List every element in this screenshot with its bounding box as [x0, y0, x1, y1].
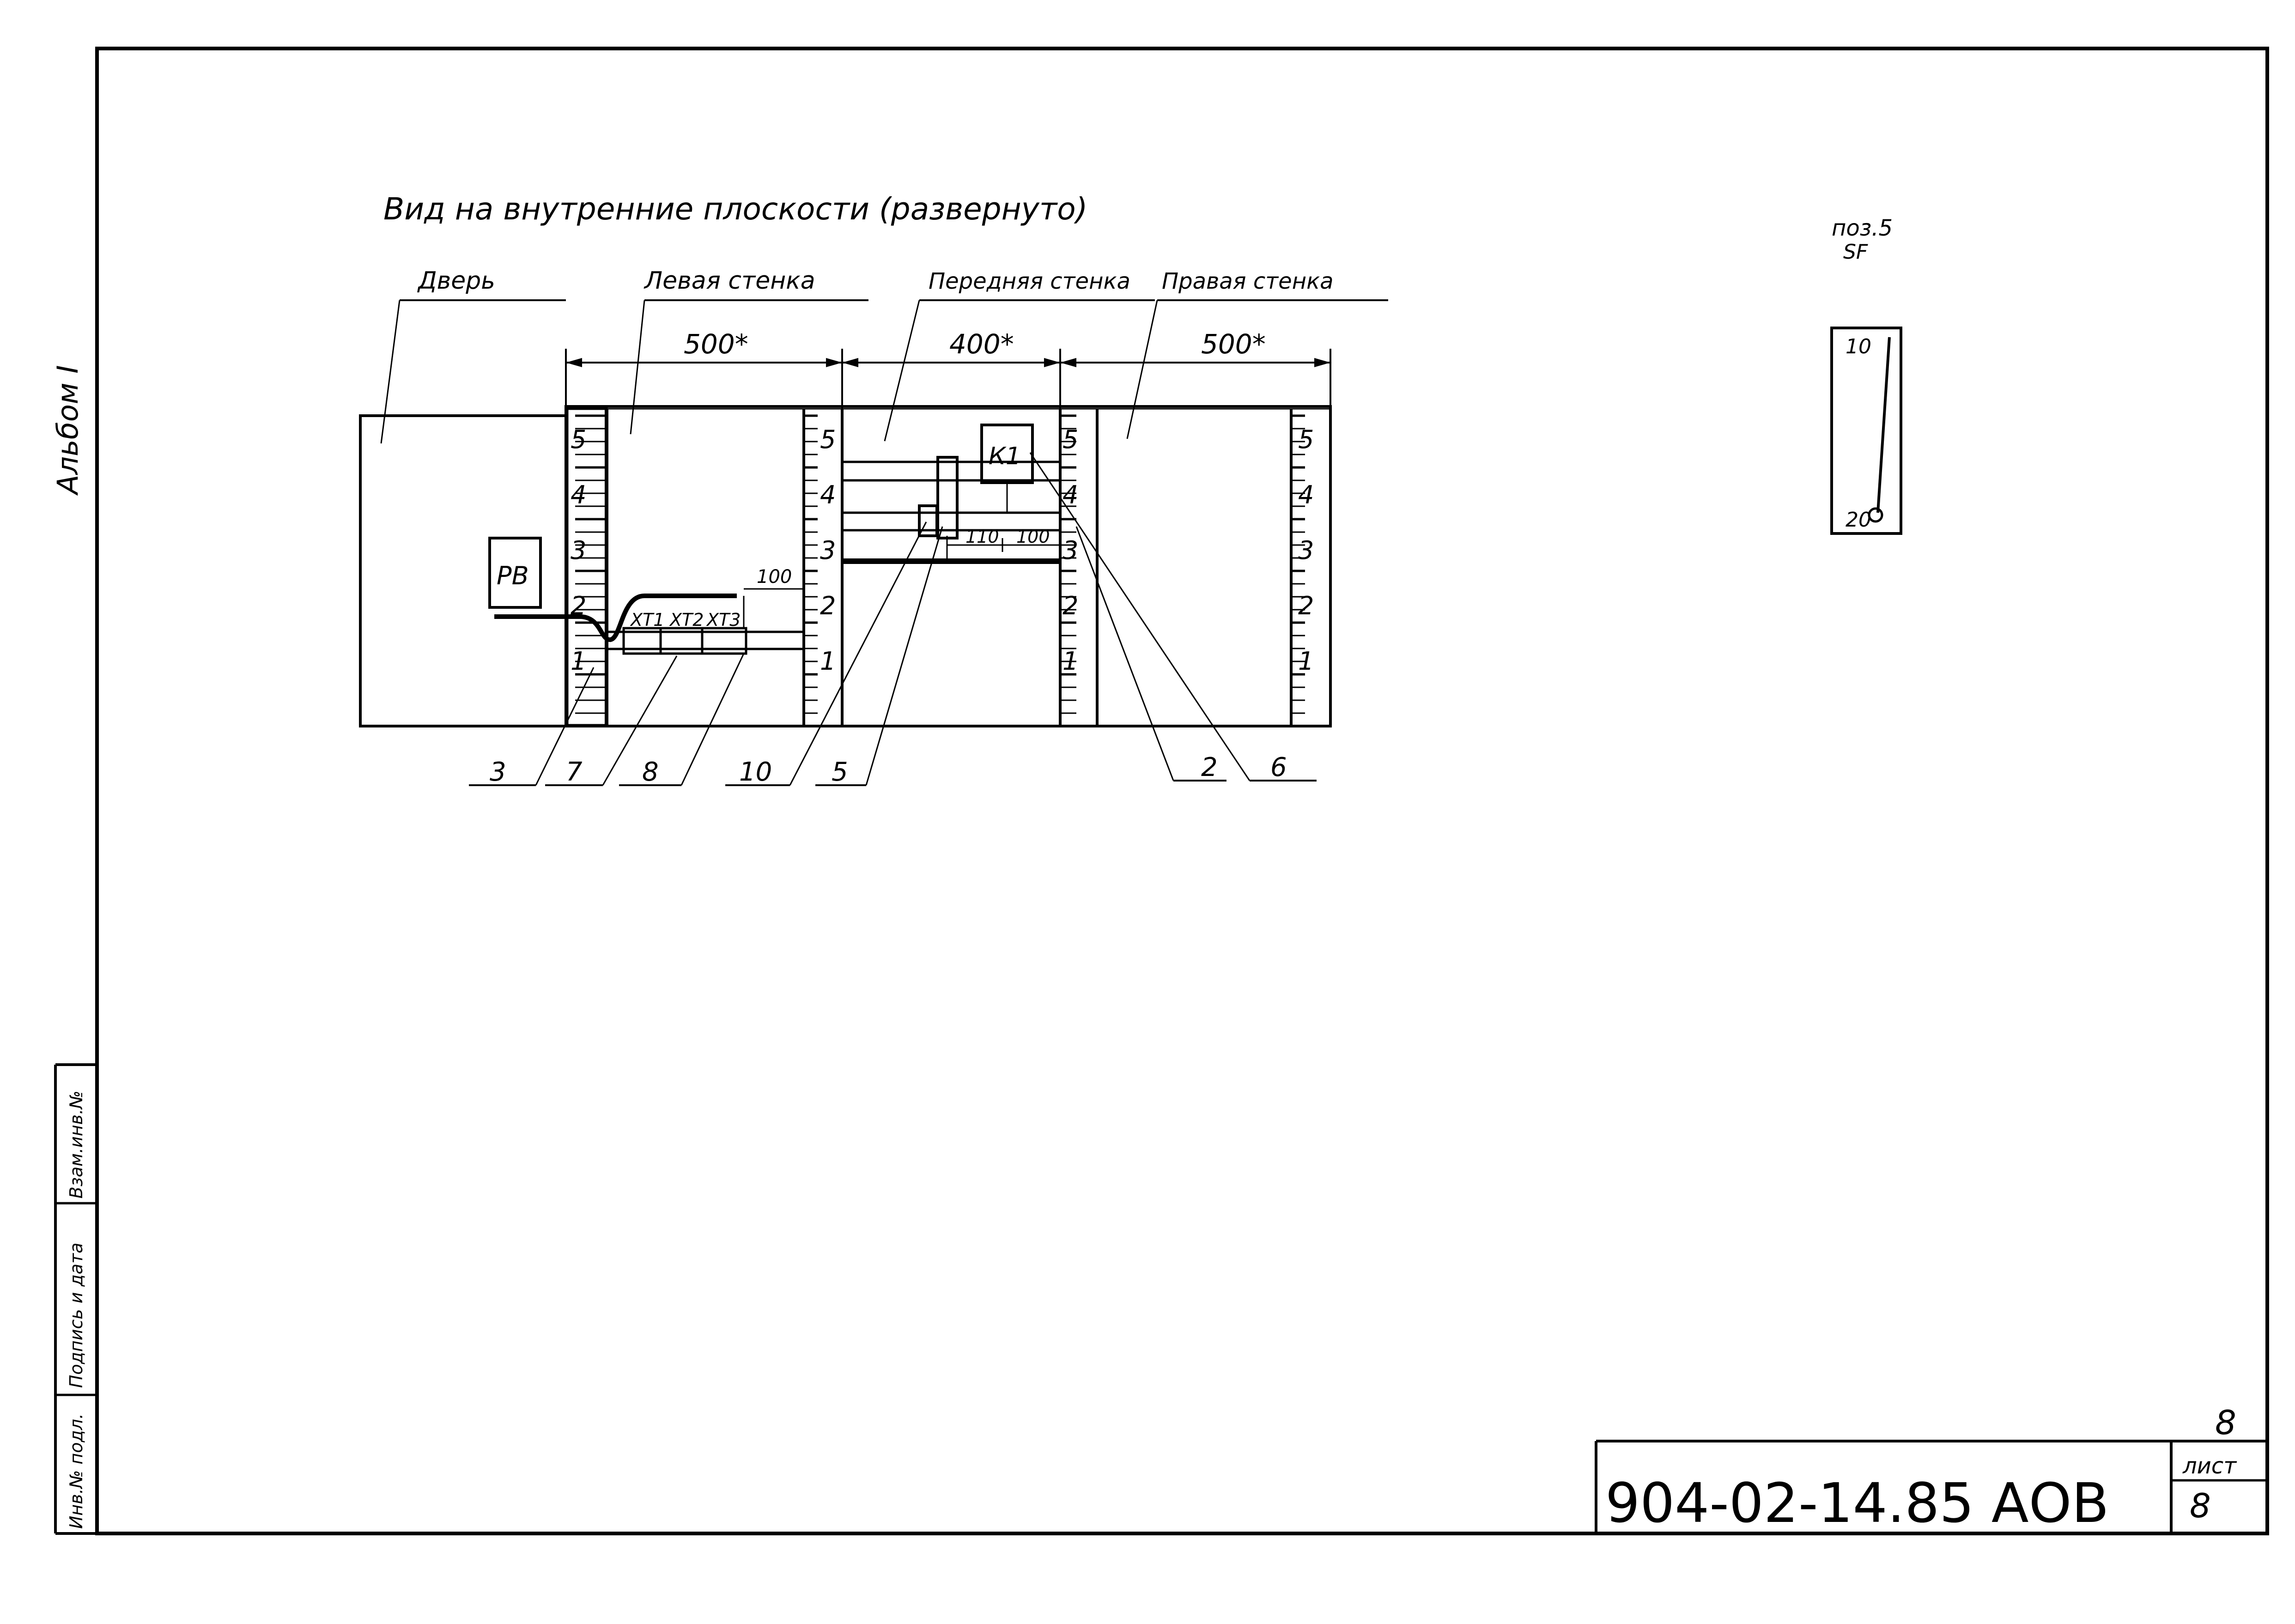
callout-10: 10: [739, 757, 772, 787]
dimension-line: 500* 400* 500*: [565, 328, 1331, 411]
album-label: Альбом I: [51, 365, 85, 496]
rail-number-front_b-3: 3: [1062, 536, 1078, 565]
sheet-label: лист: [2182, 1453, 2237, 1479]
left-wall-label: Левая стенка: [644, 267, 815, 295]
xt2-label: XT2: [669, 610, 704, 630]
rb-label: РВ: [497, 561, 529, 590]
callouts: 3 7 8 10 5 2 6: [469, 452, 1317, 787]
door-panel: [359, 414, 568, 727]
detail-pos: поз.5: [1832, 215, 1893, 241]
detail-top: 10: [1846, 335, 1871, 358]
title-block: 904-02-14.85 АОВ 8 лист 8: [1595, 1403, 2267, 1535]
sheet-number: 8: [2190, 1486, 2211, 1525]
callout-2: 2: [1201, 752, 1218, 782]
callout-6: 6: [1270, 752, 1287, 782]
xt3-label: XT3: [706, 610, 741, 630]
side-cell-2: Подпись и дата: [66, 1242, 86, 1388]
callout-8: 8: [642, 757, 659, 787]
walls-outline: [565, 405, 1332, 727]
front-wall-label: Передняя стенка: [929, 268, 1130, 294]
front-wall-devices: К1 110 100: [843, 424, 1060, 564]
rail-number-left_b-5: 1: [820, 647, 836, 676]
rail-left-b: [802, 409, 844, 725]
sheet-frame: [95, 47, 2269, 1535]
doc-number: 904-02-14.85 АОВ: [1605, 1471, 2109, 1535]
left-wall-wiring: XT1 XT2 XT3 100: [494, 566, 805, 655]
door-label: Дверь: [417, 267, 495, 295]
side-cell-1: Взам.инв.№: [66, 1091, 86, 1199]
rail-number-right_b-1: 5: [1298, 425, 1314, 454]
rail-number-left_a-2: 4: [571, 480, 586, 509]
k1-label: К1: [989, 442, 1021, 470]
rail-number-front_b-4: 2: [1062, 591, 1078, 620]
sheet-top-number: 8: [2215, 1403, 2236, 1442]
dim-100a: 100: [757, 566, 792, 588]
rail-number-left_b-4: 2: [820, 591, 836, 620]
callout-7: 7: [566, 757, 583, 787]
rail-number-front_b-1: 5: [1062, 425, 1078, 454]
callout-3: 3: [490, 757, 506, 787]
rail-number-right_b-4: 2: [1298, 591, 1314, 620]
right-wall-label: Правая стенка: [1162, 268, 1333, 294]
dim-left: 500*: [684, 328, 748, 360]
dim-100b: 100: [1016, 527, 1050, 547]
xt1-label: XT1: [630, 610, 664, 630]
rail-number-left_a-3: 3: [571, 536, 586, 565]
dim-110: 110: [965, 527, 999, 547]
left-margin: Альбом I Взам.инв.№ Подпись и дата Инв.№…: [51, 365, 97, 1535]
section-labels: Дверь Левая стенка Передняя стенка Права…: [380, 267, 1388, 444]
rail-number-left_b-3: 3: [820, 536, 836, 565]
callout-5: 5: [832, 757, 848, 787]
dim-front: 400*: [949, 328, 1014, 360]
detail-bottom: 20: [1846, 508, 1871, 532]
rail-left-a: [566, 407, 608, 727]
rail-number-right_b-2: 4: [1298, 480, 1314, 509]
side-cell-3: Инв.№ подл.: [66, 1413, 86, 1529]
rb-box: [488, 537, 542, 609]
detail-sf: поз.5 SF 10 20: [1830, 215, 1902, 535]
rail-number-left_a-1: 5: [571, 425, 586, 454]
rail-number-left_b-1: 5: [820, 425, 836, 454]
rail-number-right_b-3: 3: [1298, 536, 1314, 565]
drawing-title: Вид на внутренние плоскости (развернуто): [383, 191, 1087, 227]
dim-right: 500*: [1201, 328, 1266, 360]
detail-code: SF: [1843, 240, 1868, 264]
rail-number-left_b-2: 4: [820, 480, 836, 509]
